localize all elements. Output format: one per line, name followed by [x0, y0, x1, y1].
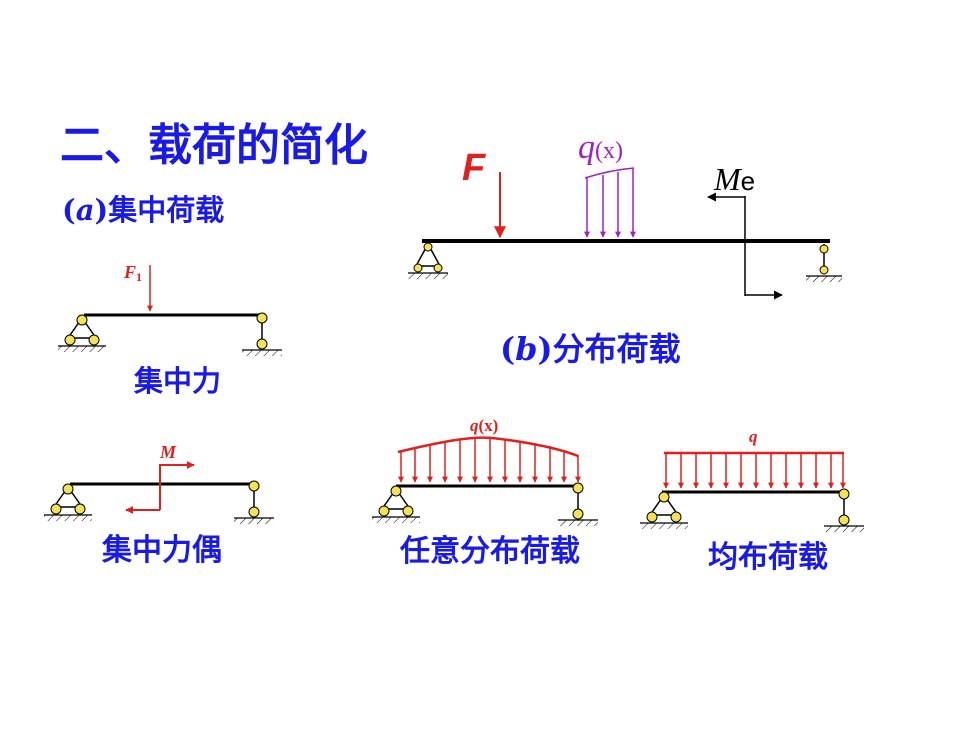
pinned-support-icon — [58, 314, 106, 352]
caption-arbitrary-distributed-load: 任意分布荷载 — [400, 534, 580, 569]
roller-support-icon — [558, 482, 598, 526]
moment-label: Me — [713, 161, 755, 197]
dist-load-arrows — [398, 438, 581, 483]
caption-concentrated-couple: 集中力偶 — [102, 533, 222, 568]
roller-support-icon — [806, 244, 842, 282]
dist-load-curve — [584, 167, 635, 179]
pinned-support-icon — [44, 483, 92, 521]
main-beam-diagram: F q(x) Me — [408, 129, 842, 300]
pinned-support-icon — [372, 485, 420, 523]
pinned-support-icon — [408, 242, 448, 279]
couple-m-label: M — [159, 442, 177, 462]
caption-uniform-distributed-load: 均布荷载 — [708, 540, 828, 575]
dist-load-curve — [397, 436, 579, 458]
roller-support-icon — [234, 480, 274, 524]
roller-support-icon — [824, 488, 864, 532]
concentrated-force-diagram: F1 — [58, 262, 282, 356]
arbitrary-load-label: q(x) — [470, 416, 498, 435]
force-f1-label: F1 — [123, 262, 142, 284]
arbitrary-distributed-load-diagram: q(x) — [372, 416, 598, 526]
uniform-distributed-load-diagram: q — [640, 427, 864, 532]
section-b-label: (b)分布荷载 — [500, 330, 681, 368]
page-title: 二、载荷的简化 — [60, 120, 368, 171]
caption-concentrated-force: 集中力 — [134, 364, 222, 398]
pinned-support-icon — [640, 491, 688, 529]
dist-load-label: q(x) — [578, 129, 623, 166]
uniform-load-label: q — [749, 427, 758, 446]
uniform-load-arrows — [663, 453, 846, 489]
roller-support-icon — [242, 312, 282, 356]
force-symbol: F — [462, 147, 487, 189]
concentrated-couple-diagram: M — [44, 442, 274, 524]
section-a-label: (a)集中荷载 — [62, 193, 225, 227]
